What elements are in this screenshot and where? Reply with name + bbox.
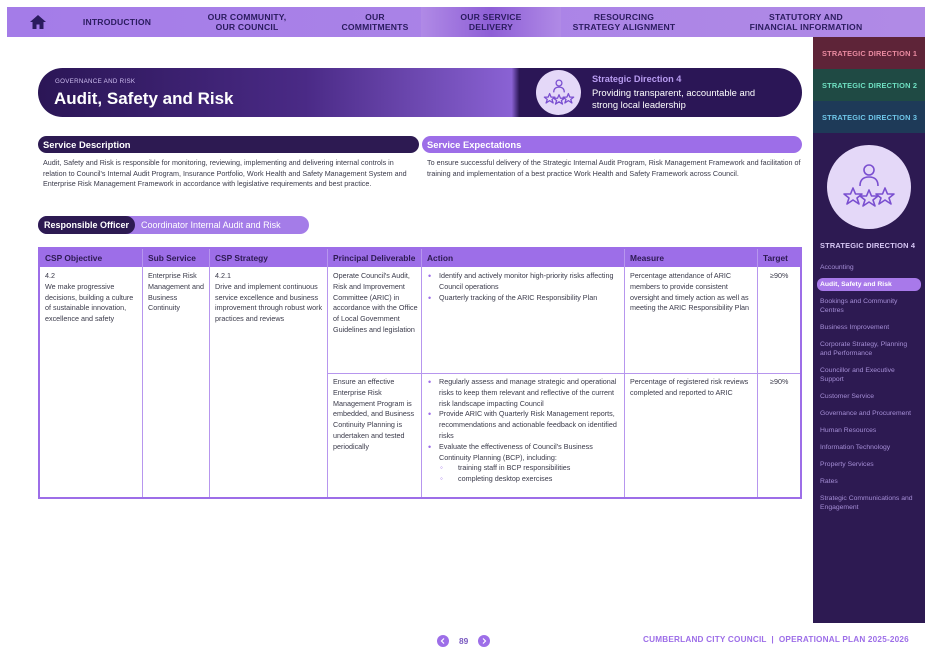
service-description-text: Audit, Safety and Risk is responsible fo…	[43, 158, 407, 188]
cell-principal-deliverable: Operate Council's Audit, Risk and Improv…	[333, 271, 418, 334]
nav-our-service-delivery[interactable]: OUR SERVICE DELIVERY	[421, 7, 561, 37]
next-page-button[interactable]	[478, 635, 491, 647]
cell-measure: Percentage of registered risk reviews co…	[630, 377, 749, 397]
sidebar-item-audit-safety-risk[interactable]: Audit, Safety and Risk	[817, 278, 921, 291]
sidebar-item-bookings[interactable]: Bookings and Community Centres	[820, 298, 898, 314]
page-number: 89	[459, 636, 469, 646]
table-header-action: Action	[422, 249, 625, 267]
service-description-heading: Service Description	[38, 136, 419, 153]
nav-resourcing-strategy[interactable]: RESOURCING STRATEGY ALIGNMENT	[572, 12, 676, 32]
chevron-left-icon	[440, 638, 445, 644]
sidebar-item-property-services[interactable]: Property Services	[820, 461, 874, 468]
table-divider	[327, 249, 328, 497]
sidebar-service-list: Accounting Audit, Safety and Risk Bookin…	[817, 261, 921, 518]
cell-measure: Percentage attendance of ARIC members to…	[630, 271, 750, 313]
sidebar-direction-2[interactable]: STRATEGIC DIRECTION 2	[813, 69, 925, 101]
sidebar-item-rates[interactable]: Rates	[820, 478, 838, 485]
sidebar-item-accounting[interactable]: Accounting	[820, 264, 854, 271]
sidebar-item-strategic-communications[interactable]: Strategic Communications and Engagement	[820, 495, 913, 511]
sidebar-item-human-resources[interactable]: Human Resources	[820, 427, 877, 434]
action-item: Provide ARIC with Quarterly Risk Managem…	[426, 409, 622, 441]
table-header-target: Target	[758, 249, 800, 267]
chevron-right-icon	[482, 638, 487, 644]
sidebar-item-councillor-support[interactable]: Councillor and Executive Support	[820, 367, 895, 383]
sidebar-item-business-improvement[interactable]: Business Improvement	[820, 324, 890, 331]
table-header-principal-deliverable: Principal Deliverable	[328, 249, 422, 267]
action-item: Identify and actively monitor high-prior…	[426, 271, 622, 293]
prev-page-button[interactable]	[437, 635, 449, 647]
sidebar-item-governance[interactable]: Governance and Procurement	[820, 410, 912, 417]
cell-principal-deliverable: Ensure an effective Enterprise Risk Mana…	[333, 377, 415, 451]
nav-our-community[interactable]: OUR COMMUNITY, OUR COUNCIL	[207, 12, 287, 32]
direction-icon-circle	[536, 70, 581, 115]
sidebar-current-direction: STRATEGIC DIRECTION 4	[820, 241, 916, 250]
nav-our-commitments[interactable]: OUR COMMITMENTS	[341, 12, 409, 32]
table-header-measure: Measure	[625, 249, 758, 267]
action-sub-item: completing desktop exercises	[426, 474, 622, 485]
action-item: Regularly assess and manage strategic an…	[426, 377, 622, 409]
table-header-csp-strategy: CSP Strategy	[210, 249, 328, 267]
service-expectations-heading: Service Expectations	[422, 136, 802, 153]
action-sub-item: training staff in BCP responsibilities	[426, 463, 622, 474]
sidebar-direction-1[interactable]: STRATEGIC DIRECTION 1	[813, 37, 925, 69]
cell-target: ≥90%	[770, 377, 789, 386]
action-list: Regularly assess and manage strategic an…	[426, 377, 622, 485]
strategic-direction-sidebar: STRATEGIC DIRECTION 1 STRATEGIC DIRECTIO…	[813, 37, 925, 623]
page-title: Audit, Safety and Risk	[54, 89, 234, 108]
table-divider	[142, 249, 143, 497]
table-header-sub-service: Sub Service	[143, 249, 210, 267]
cell-sub-service: Enterprise Risk Management and Business …	[148, 271, 204, 313]
service-expectations-text: To ensure successful delivery of the Str…	[427, 158, 801, 178]
strategic-direction-text: Providing transparent, accountable and s…	[592, 87, 756, 110]
action-list: Identify and actively monitor high-prior…	[426, 271, 622, 303]
home-button[interactable]	[7, 7, 69, 37]
cell-target: ≥90%	[770, 271, 789, 280]
sidebar-item-corporate-strategy[interactable]: Corporate Strategy, Planning and Perform…	[820, 341, 908, 357]
nav-introduction[interactable]: INTRODUCTION	[82, 17, 152, 27]
section-kicker: GOVERNANCE AND RISK	[55, 78, 136, 85]
top-navigation: INTRODUCTION OUR COMMUNITY, OUR COUNCIL …	[7, 7, 925, 37]
sidebar-direction-3[interactable]: STRATEGIC DIRECTION 3	[813, 101, 925, 133]
cell-action: Identify and actively monitor high-prior…	[426, 271, 622, 303]
cell-csp-objective: 4.2 We make progressive decisions, build…	[45, 271, 134, 324]
sidebar-item-customer-service[interactable]: Customer Service	[820, 393, 875, 400]
action-item: Evaluate the effectiveness of Council's …	[426, 442, 622, 464]
table-header-csp-objective: CSP Objective	[40, 249, 143, 267]
nav-statutory-financial[interactable]: STATUTORY AND FINANCIAL INFORMATION	[749, 12, 863, 32]
people-stars-icon	[843, 164, 895, 207]
home-icon	[30, 15, 46, 29]
responsible-officer-value: Coordinator Internal Audit and Risk	[141, 220, 281, 230]
sidebar-item-information-technology[interactable]: Information Technology	[820, 444, 891, 451]
service-table: CSP Objective Sub Service CSP Strategy P…	[38, 247, 802, 499]
sidebar-direction-icon-circle	[827, 145, 911, 229]
page-pager: 89	[437, 635, 491, 647]
footer-title: CUMBERLAND CITY COUNCIL | OPERATIONAL PL…	[643, 635, 909, 644]
table-divider	[209, 249, 210, 497]
page-header-banner: GOVERNANCE AND RISK Audit, Safety and Ri…	[38, 68, 802, 117]
action-item: Quarterly tracking of the ARIC Responsib…	[426, 293, 622, 304]
responsible-officer-bar: Responsible Officer Coordinator Internal…	[38, 216, 309, 234]
people-stars-icon	[543, 78, 574, 105]
cell-action: Regularly assess and manage strategic an…	[426, 377, 622, 485]
table-row-divider	[328, 373, 800, 374]
cell-csp-strategy: 4.2.1 Drive and implement continuous ser…	[215, 271, 323, 324]
responsible-officer-label: Responsible Officer	[38, 216, 136, 234]
strategic-direction-label: Strategic Direction 4	[592, 74, 682, 84]
